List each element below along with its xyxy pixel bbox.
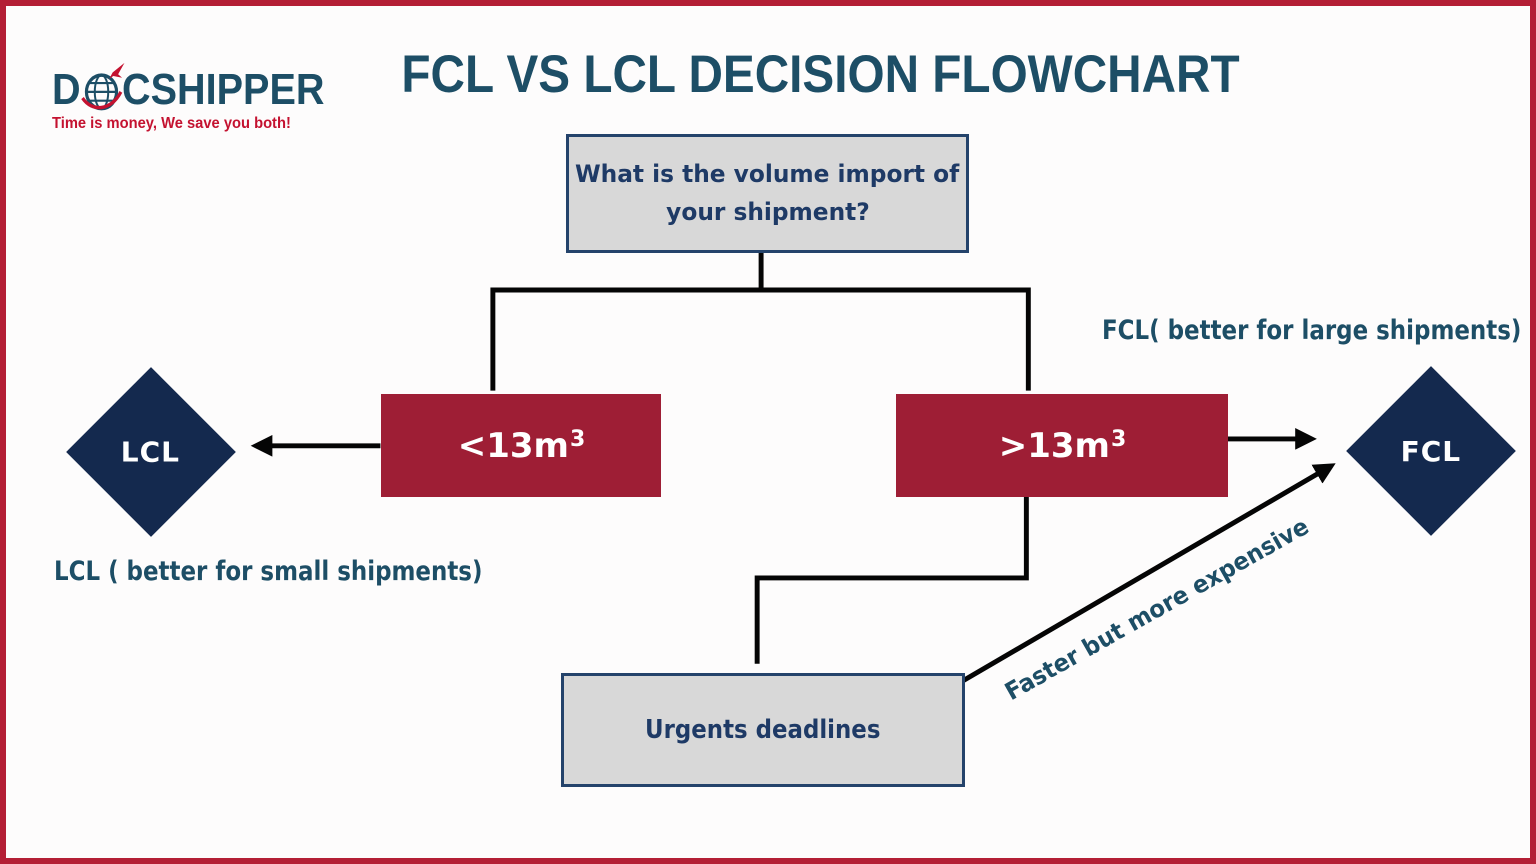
lcl-diamond-label: LCL [121, 435, 181, 469]
large-volume-sup: 3 [1110, 427, 1127, 452]
small-volume-label: <13m [457, 425, 569, 466]
logo-wordmark: D CSHIPPER [52, 62, 324, 114]
fcl-diamond-label: FCL [1400, 434, 1462, 468]
arrow-fast-path [952, 463, 1336, 689]
deadlines-label: Urgents deadlines [645, 715, 881, 745]
lcl-caption: LCL ( better for small shipments) [54, 556, 483, 587]
fcl-caption: FCL( better for large shipments) [1102, 315, 1522, 346]
question-line-2: your shipment? [665, 197, 870, 226]
plane-icon [109, 62, 125, 79]
logo-tagline: Time is money, We save you both! [52, 115, 291, 132]
small-volume-sup: 3 [569, 427, 586, 452]
deadline-connector [754, 490, 1029, 664]
docshipper-logo: D CSHIPPER Time is money, We save you bo… [52, 62, 324, 133]
branch-connector [490, 249, 1031, 391]
logo-letters-cshipper: CSHIPPER [122, 65, 325, 114]
question-line-1: What is the volume import of [575, 160, 960, 189]
deadlines-box: Urgents deadlines [561, 673, 965, 787]
globe-with-plane-icon [81, 62, 125, 111]
logo-letter-d: D [52, 65, 81, 114]
connector-lines [250, 249, 1336, 689]
question-box: What is the volume import of your shipme… [566, 134, 969, 253]
large-volume-label: >13m [998, 425, 1110, 466]
page-title: FCL VS LCL DECISION FLOWCHART [401, 45, 1240, 104]
